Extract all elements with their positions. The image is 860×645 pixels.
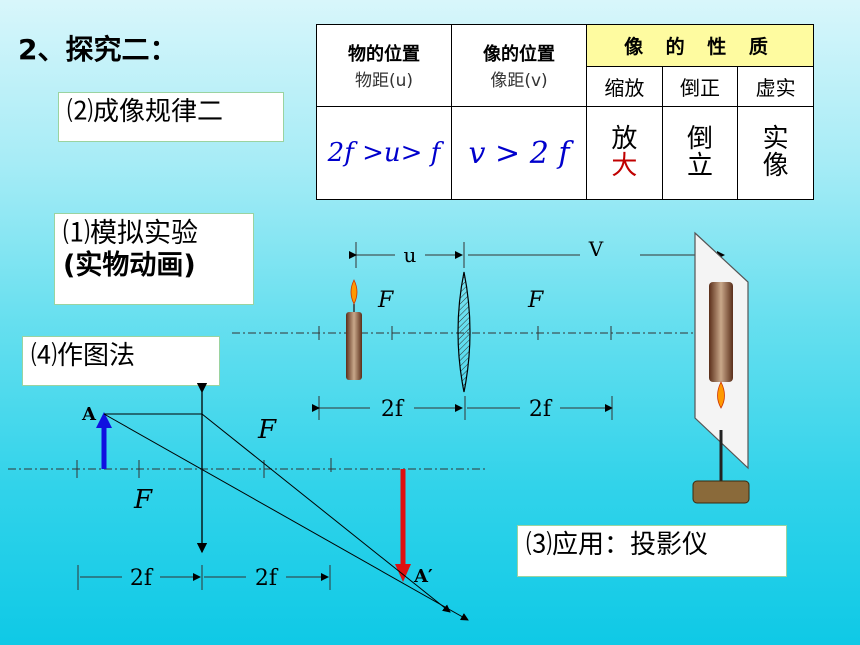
ray-twof-right: 2f: [255, 566, 279, 591]
application-label-box: ⑶应用：投影仪: [517, 525, 787, 577]
simulation-label-line1: ⑴模拟实验: [63, 218, 198, 249]
ray-through-center: [103, 413, 469, 621]
drawing-method-label: ⑷作图法: [31, 341, 136, 371]
sub-header-orientation: 倒正: [661, 66, 739, 107]
point-a-label: A: [81, 404, 97, 425]
screen-stand-base: [692, 480, 750, 504]
inverted-flame-image: [717, 381, 725, 409]
candle-flame: [350, 279, 358, 305]
ray-f-lower: F: [133, 485, 153, 515]
experiment-twof-right: 2f: [529, 397, 553, 422]
orientation-value: 倒 立: [661, 106, 739, 200]
experiment-f-left: F: [377, 288, 394, 313]
page-title: 2、探究二：: [18, 33, 178, 66]
experiment-f-right: F: [527, 288, 544, 313]
sub-header-scale: 缩放: [586, 66, 663, 107]
projection-screen: [692, 231, 750, 504]
sub-header-reality: 虚实: [737, 66, 814, 107]
reality-value: 实 像: [737, 106, 814, 200]
drawing-method-label-box: ⑷作图法: [22, 336, 220, 386]
image-arrow-head: [395, 564, 411, 582]
image-nature-header: 像 的 性 质: [586, 24, 814, 67]
scale-value: 放 大: [586, 106, 663, 200]
rule-label: ⑵成像规律二: [67, 97, 224, 127]
object-distance-condition: 2f >u> f: [316, 106, 452, 200]
candle-object: [346, 279, 362, 380]
image-properties-table: 物的位置 物距(u) 像的位置 像距(v) 像 的 性 质 缩放 倒正 虚实 2…: [316, 24, 814, 200]
application-label: ⑶应用：投影仪: [526, 530, 709, 560]
inverted-candle-image: [709, 282, 733, 382]
v-label: V: [588, 237, 604, 261]
simulation-label-box: ⑴模拟实验 (实物动画): [54, 213, 254, 305]
convex-lens: [457, 271, 471, 393]
rule-label-box: ⑵成像规律二: [58, 92, 284, 142]
object-position-header: 物的位置 物距(u): [316, 24, 452, 107]
experiment-twof-left: 2f: [381, 397, 405, 422]
image-distance-condition: v > 2 f: [451, 106, 587, 200]
object-arrow-head: [96, 412, 112, 428]
simulation-label-line2: (实物动画): [63, 250, 196, 282]
point-a-prime-label: A′: [413, 566, 433, 587]
image-position-header: 像的位置 像距(v): [451, 24, 587, 107]
ray-f-upper: F: [257, 415, 277, 445]
ray-twof-left: 2f: [130, 566, 154, 591]
ray-through-focus: [201, 413, 451, 613]
u-label: u: [404, 243, 417, 267]
candle-body: [346, 312, 362, 380]
